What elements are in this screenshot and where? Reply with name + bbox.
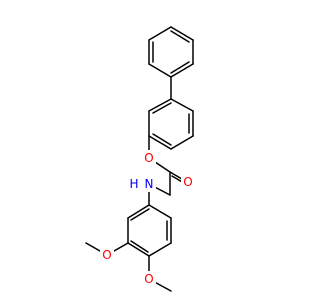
bond [170,61,190,74]
bond [148,204,172,219]
bond [148,63,172,78]
bond [152,102,172,114]
bond [127,242,150,257]
molecule-structure: O O N H O O [85,26,195,292]
molecule-diagram: O O N H O O [85,26,195,292]
bond [148,98,172,112]
bond [152,133,172,146]
bond [148,242,172,257]
amide-hydrogen-label: H [129,177,138,191]
amide-nitrogen-label: N [145,177,154,191]
bond [127,204,150,219]
bond [148,135,172,150]
atom-labels: O O N H O O [100,150,195,287]
bond [130,240,149,253]
bond [170,98,194,112]
carbonyl-oxygen-label: O [183,175,192,189]
bond [170,63,194,78]
bond [170,30,190,43]
methoxy-oxygen-2-label: O [144,272,153,286]
bond [170,26,194,41]
methoxy-oxygen-1-label: O [102,248,111,262]
bond [170,135,194,150]
bond [130,208,150,221]
ether-oxygen-label: O [144,151,153,165]
bond [148,26,172,41]
